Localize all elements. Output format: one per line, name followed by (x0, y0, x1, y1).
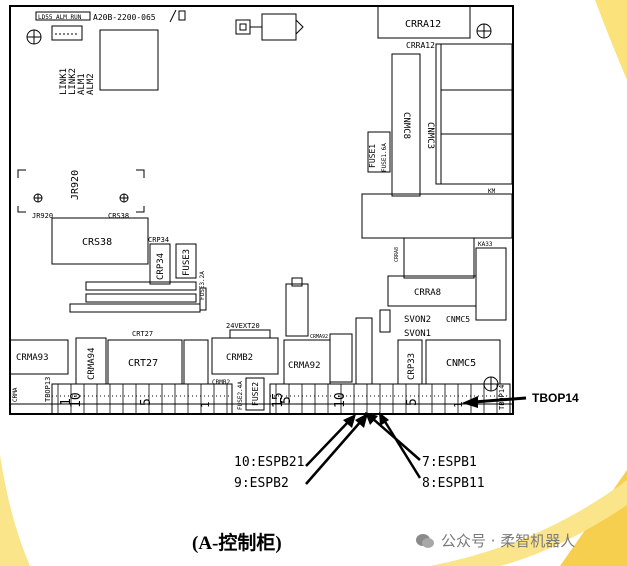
led-link1: LINK1 (59, 68, 69, 95)
fuse1 (367, 131, 391, 173)
crp34-label: CRP34 (156, 253, 166, 280)
led-alm2: ALM2 (86, 73, 96, 95)
crra12-label: CRRA12 (405, 19, 441, 30)
jr920-label: JR920 (70, 170, 81, 200)
tbop14-small: TBOP14 (498, 385, 506, 410)
espb21-annotation: 10:ESPB21 (234, 455, 304, 470)
led-link2: LINK2 (68, 68, 78, 95)
fuse3-sub: FUSE3.2A (199, 271, 206, 300)
crmb2-label: CRMB2 (226, 353, 253, 363)
chip (99, 29, 159, 91)
tbop13-label: TBOP13 (44, 377, 52, 402)
crma93-connector (9, 339, 69, 375)
crs38-label: CRS38 (82, 237, 112, 248)
espb-arrows (305, 412, 422, 485)
cnmc8-connector (391, 53, 421, 197)
crt27-top: CRT27 (132, 330, 153, 338)
svon1-label: SVON1 (404, 329, 431, 339)
term-num-4: 1 (199, 401, 212, 408)
fuse2-label: FUSE2 (251, 382, 260, 406)
battery-icon (235, 13, 304, 41)
wechat-icon (416, 533, 434, 548)
crt27-label: CRT27 (128, 358, 158, 369)
espb2-annotation: 9:ESPB2 (234, 476, 289, 491)
svon2-label: SVON2 (404, 315, 431, 325)
slot-3 (69, 303, 201, 313)
fuse3-label: FUSE3 (182, 249, 192, 276)
fuse2-sub: FUSE2.4A (237, 381, 244, 410)
cnmc5-top: CNMC5 (446, 315, 470, 324)
fuse1-label: FUSE1 (368, 144, 377, 168)
term-num-7: 15 (271, 392, 286, 408)
tbop14-arrow (473, 396, 527, 404)
crra12-connector (377, 5, 471, 39)
crs38-small: CRS38 (108, 212, 129, 220)
part-number: A20B-2200-065 (93, 13, 156, 22)
fuse3 (175, 243, 197, 279)
tag-small: LD55 ALM RUN (38, 14, 82, 21)
tbop13-sub: CRMA (12, 387, 19, 402)
jr920-hole-left (33, 193, 43, 203)
ka33-label: KA33 (478, 241, 493, 248)
mount-hole-tl (26, 29, 42, 45)
slot-1 (85, 281, 197, 291)
espb1-annotation: 7:ESPB1 (422, 455, 477, 470)
relay-block (435, 43, 513, 185)
crmb2-connector (211, 337, 279, 375)
term-num-3: 10 (69, 392, 84, 408)
term-num-2: 5 (139, 398, 154, 406)
crra8-small: CRRA8 (394, 247, 400, 262)
km-block (361, 193, 513, 239)
crra8-connector (387, 275, 477, 307)
crma92-small: CRMA92 (310, 334, 328, 340)
term-num-6: 10 (333, 392, 348, 408)
crp34-top: CRP34 (148, 236, 169, 244)
jr920-hole-right (119, 193, 129, 203)
mount-hole-tr (476, 23, 492, 39)
term-num-10: 1 (452, 401, 465, 408)
tbop14-annotation: TBOP14 (532, 391, 579, 405)
watermark-text: 公众号 · 柔智机器人 (441, 532, 576, 550)
jr920-small: JR920 (32, 212, 53, 220)
crma94-label: CRMA94 (87, 347, 97, 380)
espb11-annotation: 8:ESPB11 (422, 476, 485, 491)
led-alm1: ALM1 (77, 73, 87, 95)
crp33-label: CRP33 (407, 353, 417, 380)
crmb2-small: CRMB2 (212, 379, 230, 386)
crra8-label: CRRA8 (414, 288, 441, 298)
term-num-9: 5 (405, 398, 420, 406)
v24ext20-label: 24VEXT20 (226, 322, 260, 330)
km-label: KM (488, 188, 496, 195)
cnmc8-label: CNMC8 (401, 112, 411, 139)
fuse2 (245, 377, 265, 411)
watermark: 公众号 · 柔智机器人 (415, 530, 575, 551)
crp34-connector (149, 243, 171, 285)
crra12-top-label: CRRA12 (406, 41, 435, 50)
crs38-connector (51, 217, 149, 265)
fuse1-sub: FUSE1.6A (381, 143, 388, 172)
cnmc5-label: CNMC5 (446, 358, 476, 369)
cnmc3-label: CNMC3 (425, 122, 435, 149)
slot-2 (85, 293, 197, 303)
term-num-5: 5 (279, 396, 294, 404)
figure-caption: (A-控制柜) (192, 533, 282, 554)
term-num-1: 1 (59, 398, 74, 406)
crma93-label: CRMA93 (16, 353, 49, 363)
crma92-label: CRMA92 (288, 361, 321, 371)
